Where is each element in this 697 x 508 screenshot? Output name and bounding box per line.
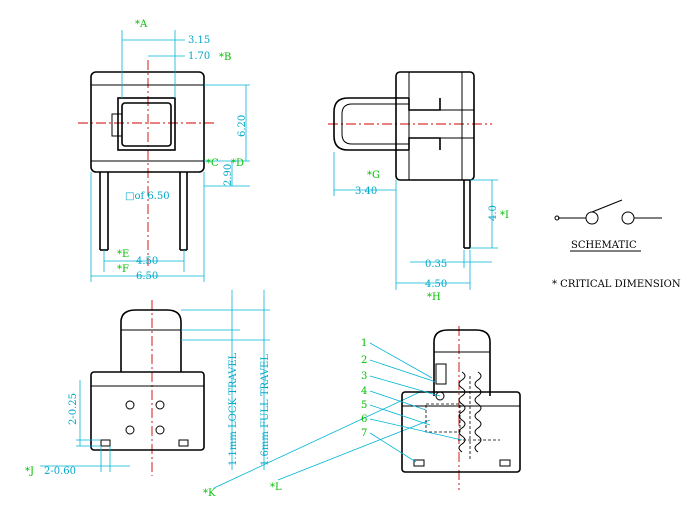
part-7: 7 [361,428,367,439]
leader-part-1 [369,342,433,379]
bottom-hole-1 [125,400,135,410]
section-cam [425,403,461,433]
label-d: *D [231,158,244,169]
section-contact [458,376,500,460]
dim-full-travel: 1.6mm FULL TRAVEL [260,354,271,466]
label-i: *I [500,210,509,221]
label-a: *A [135,19,148,30]
side-body-outline [395,71,475,181]
part-3: 3 [361,371,367,382]
dim-top-a: 3.15 [188,35,210,46]
dim-pad-bottom: 2-0.60 [44,466,76,477]
section-plunger [433,329,491,396]
label-k: *K [203,488,216,499]
section-body-outline [401,391,521,473]
bottom-plunger [120,309,182,372]
leader-part-4 [369,390,427,411]
leader-k [213,391,421,489]
dim-pad-size: 2-0.25 [68,393,79,425]
section-view: 1 2 3 4 5 6 7 [361,326,521,490]
side-view: 3.40 *G 4.0 *I 0.35 4.50 *H [328,71,509,303]
bottom-view: 1.1mm LOCK TRAVEL 1.6mm FULL TRAVEL 2-0.… [25,290,431,499]
schematic-terminal-left [554,215,560,221]
leader-part-7 [369,432,417,463]
schematic-label: SCHEMATIC [571,240,637,251]
side-slot [408,98,441,150]
dim-pin-thick: 0.35 [425,259,447,270]
leader-l [277,419,431,481]
section-latch [435,363,447,385]
dim-pin-length: 4.0 [488,205,499,221]
leader-part-6 [369,418,463,441]
dim-body-square: □of 6.50 [125,191,170,202]
section-pad-right [499,459,511,467]
label-g: *G [367,170,380,181]
section-ball [435,391,445,401]
label-b: *B [219,52,231,63]
side-plunger [333,97,409,151]
bottom-hole-2 [155,400,165,410]
leader-part-3 [369,375,441,397]
dim-body-width: 6.50 [136,271,158,282]
section-pad-left [413,459,425,467]
dim-pin-pitch: 4.50 [136,256,158,267]
part-6: 6 [361,414,367,425]
leader-part-5 [369,404,431,426]
schematic-contact-left [585,211,599,225]
dim-lock-travel: 1.1mm LOCK TRAVEL [228,352,239,466]
section-spring-right [474,371,482,453]
bottom-pad-right [178,439,189,447]
bottom-pad-left [100,439,111,447]
label-e: *E [117,249,129,260]
schematic-contact-right [621,211,635,225]
section-spring-left [458,371,466,453]
dim-lower-gap: 2.90 [223,164,234,186]
part-4: 4 [361,386,367,397]
schematic-switch-arm [591,199,623,213]
front-plunger-tab [111,113,123,137]
dim-side-pitch: 4.50 [425,279,447,290]
front-body-outline [90,71,205,173]
bottom-hole-3 [125,425,135,435]
label-c: *C [206,158,219,169]
bottom-body-outline [90,371,205,451]
front-plunger-outer [117,97,176,151]
part-5: 5 [361,400,367,411]
schematic: SCHEMATIC * CRITICAL DIMENSION [552,199,681,290]
label-f: *F [117,264,129,275]
dim-top-b: 1.70 [188,51,210,62]
leader-part-2 [369,359,437,383]
label-j: *J [25,466,34,477]
dim-side-left: 3.40 [355,186,377,197]
front-plunger-inner [121,102,172,147]
bottom-hole-4 [155,425,165,435]
critical-dimension-note: * CRITICAL DIMENSION [552,279,681,290]
label-l: *L [270,482,282,493]
front-view: 3.15 1.70 *A *B 6.20 2.90 *C *D □of 6.50… [78,19,250,282]
label-h: *H [427,292,441,303]
part-1: 1 [361,338,367,349]
part-2: 2 [361,355,367,366]
side-plunger-inner [341,103,409,145]
dim-right-height: 6.20 [237,115,248,137]
